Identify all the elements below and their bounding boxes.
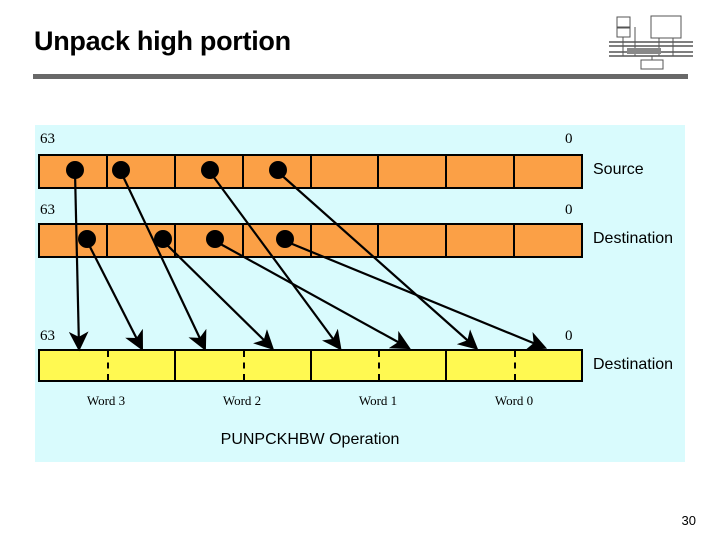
- system-block-diagram-logo-icon: [609, 15, 693, 70]
- source-row-caption: Source: [593, 161, 644, 178]
- word-label-0: Word 0: [494, 393, 534, 408]
- result-word-group: [176, 351, 312, 380]
- destination-byte-cell: [176, 225, 244, 256]
- page-number: 30: [681, 513, 696, 528]
- destination-register-bar: [38, 223, 583, 258]
- result-register-bar: [38, 349, 583, 382]
- destination-row-caption: Destination: [593, 230, 674, 247]
- result-word-group: [447, 351, 581, 380]
- source-byte-cell: [108, 156, 176, 187]
- source-msb-label: 63: [40, 131, 55, 147]
- source-register-bar: [38, 154, 583, 189]
- destination-byte-cell: [108, 225, 176, 256]
- destination-lsb-label: 0: [565, 202, 573, 218]
- title-underline-rule: [33, 74, 688, 79]
- destination-byte-cell: [244, 225, 312, 256]
- result-lsb-label: 0: [565, 328, 573, 344]
- page-title: Unpack high portion: [34, 26, 291, 56]
- source-byte-cell: [379, 156, 448, 187]
- destination-byte-cell: [447, 225, 516, 256]
- destination-byte-cell: [40, 225, 108, 256]
- source-byte-cell: [447, 156, 516, 187]
- diagram-panel: 63 0 Source 63 0 Destination 63 0 Destin…: [35, 125, 685, 462]
- source-lsb-label: 0: [565, 131, 573, 147]
- result-word-group: [312, 351, 448, 380]
- source-byte-cell: [40, 156, 108, 187]
- source-byte-cell: [176, 156, 244, 187]
- result-msb-label: 63: [40, 328, 55, 344]
- operation-caption: PUNPCKHBW Operation: [220, 431, 400, 448]
- source-byte-cell: [312, 156, 380, 187]
- source-byte-cell: [244, 156, 312, 187]
- word-label-3: Word 3: [86, 393, 126, 408]
- destination-msb-label: 63: [40, 202, 55, 218]
- destination-byte-cell: [515, 225, 581, 256]
- source-byte-cell: [515, 156, 581, 187]
- word-label-1: Word 1: [358, 393, 398, 408]
- word-label-2: Word 2: [222, 393, 262, 408]
- destination-byte-cell: [379, 225, 448, 256]
- result-row-caption: Destination: [593, 356, 674, 373]
- destination-byte-cell: [312, 225, 380, 256]
- result-word-group: [40, 351, 176, 380]
